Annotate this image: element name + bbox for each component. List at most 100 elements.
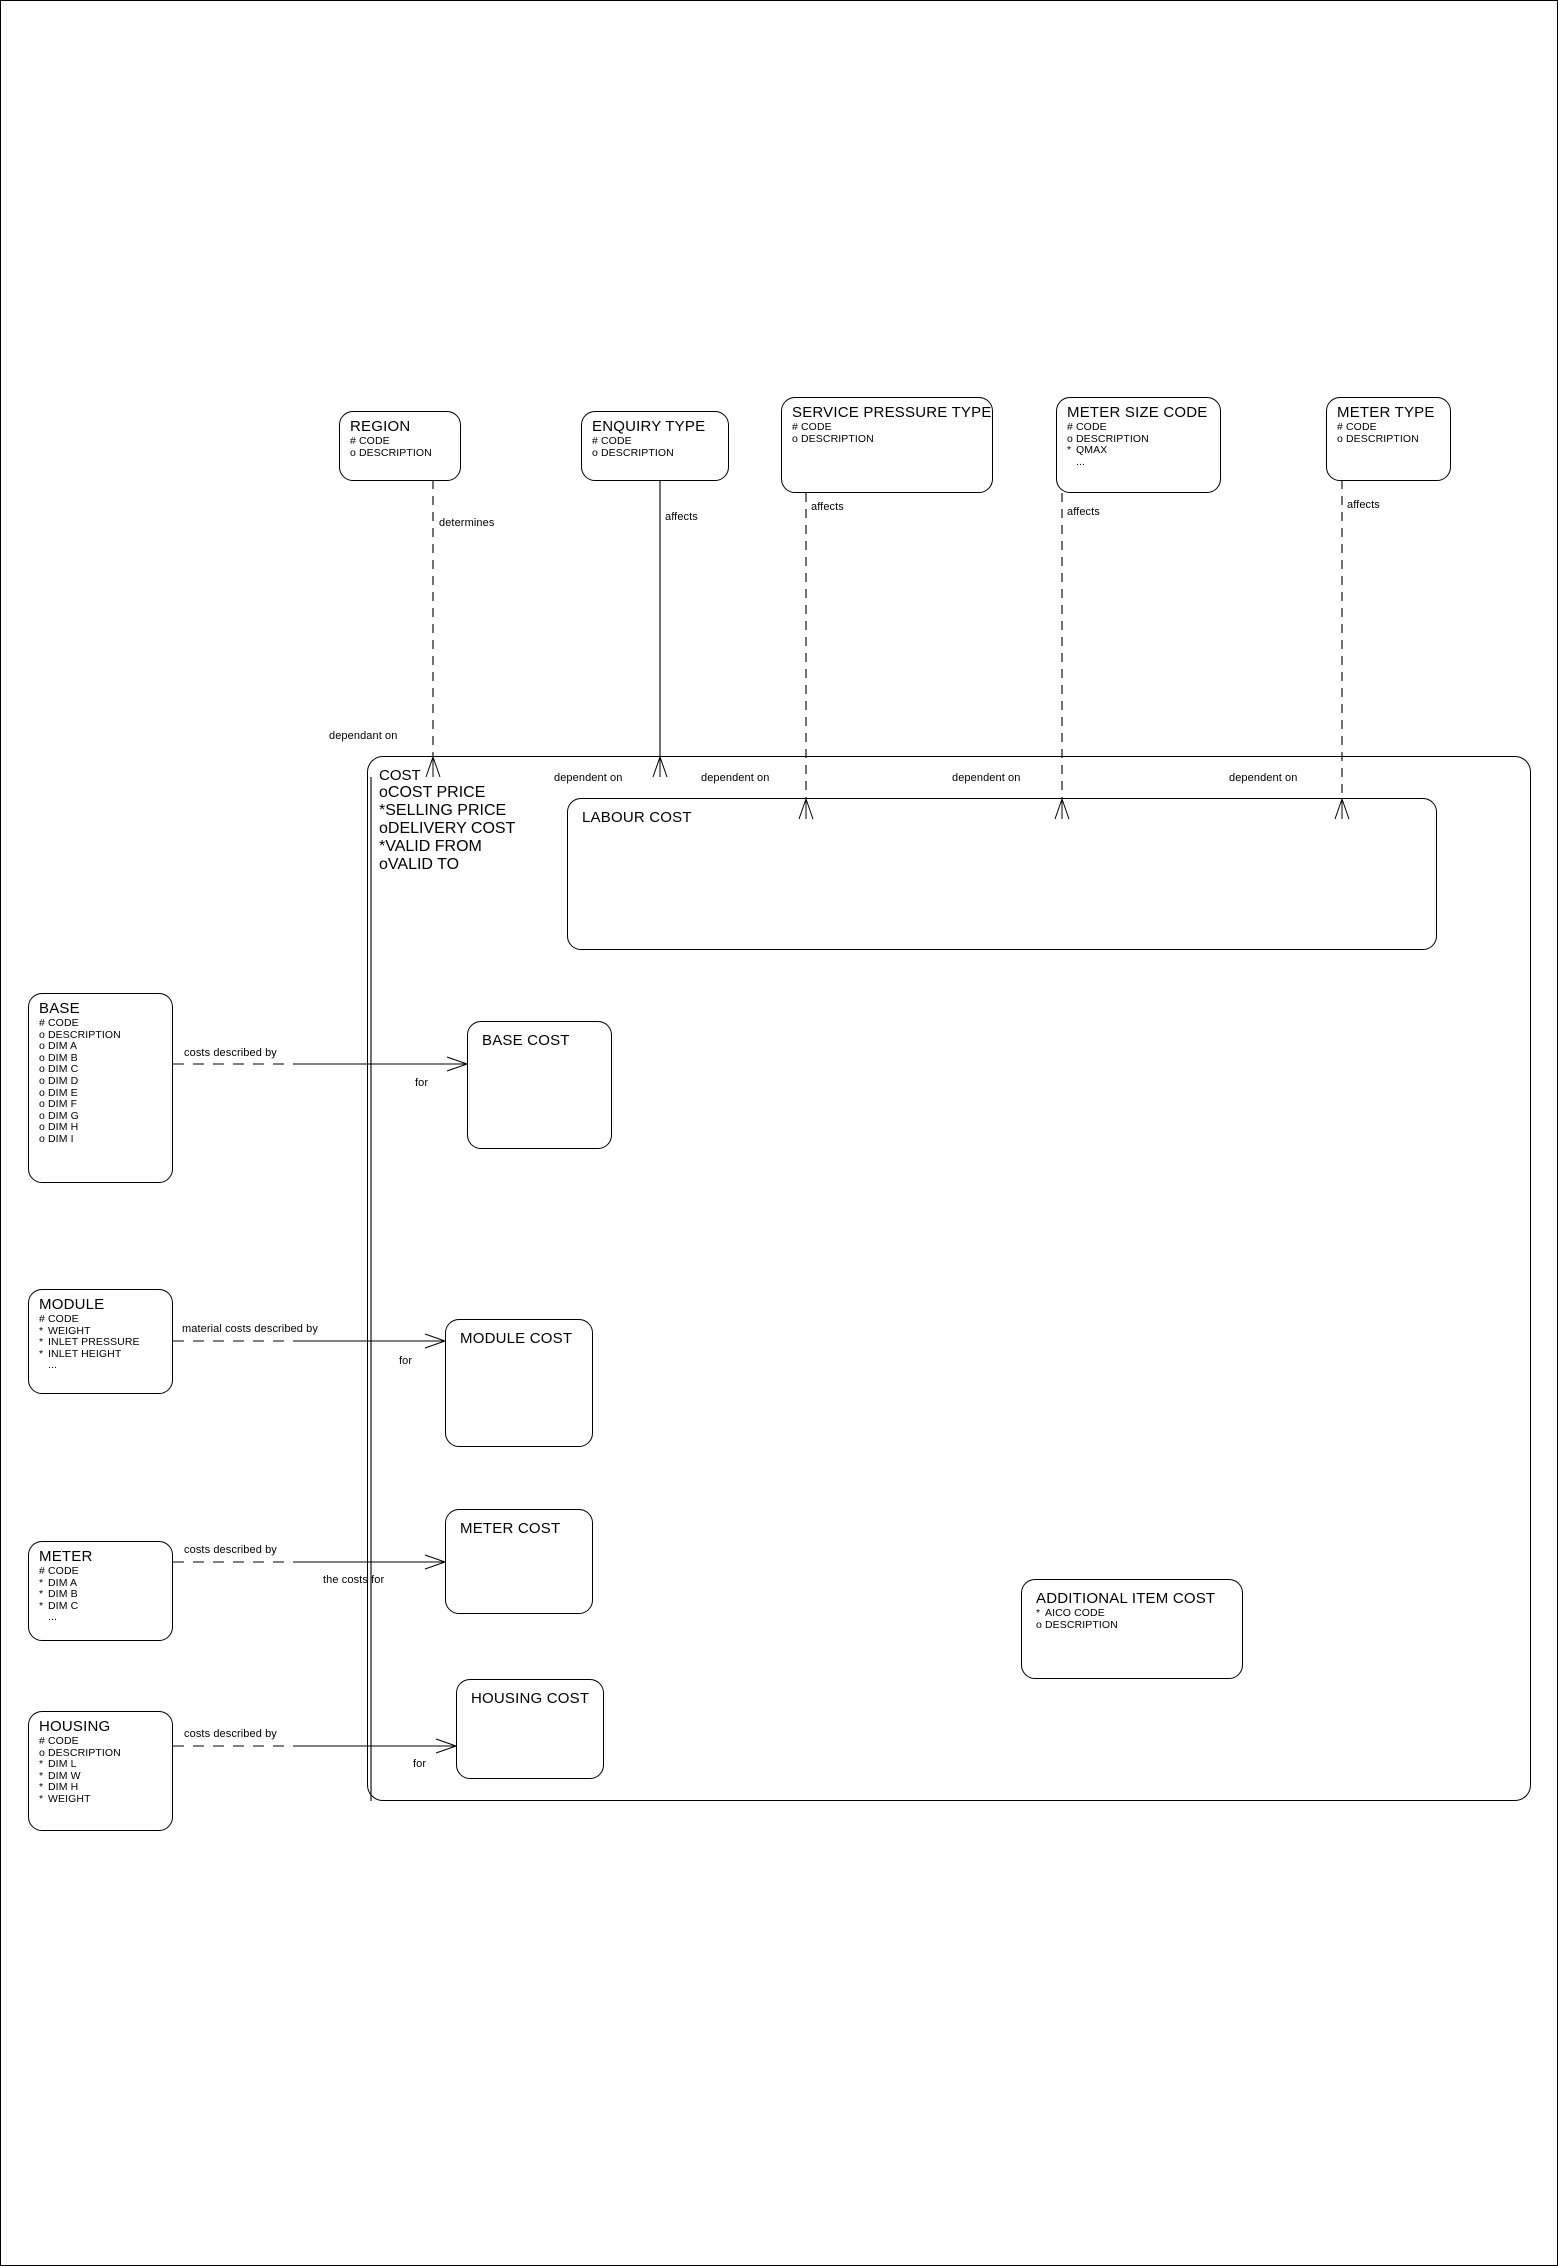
entity-meter-cost-name: METER COST xyxy=(460,1520,561,1537)
attr-mark: # xyxy=(1067,421,1073,433)
entity-base-cost-name: BASE COST xyxy=(482,1032,570,1049)
entity-base-cost[interactable]: BASE COST xyxy=(467,1021,612,1149)
attr-label: ... xyxy=(48,1611,58,1624)
rel-label-housing-costs-described-by: costs described by xyxy=(184,1728,277,1740)
attr-row: ... xyxy=(39,1612,172,1624)
attr-label: DESCRIPTION xyxy=(601,446,674,459)
entity-meter-cost[interactable]: METER COST xyxy=(445,1509,593,1614)
attr-label: DIM B xyxy=(48,1588,78,1601)
attr-label: DESCRIPTION xyxy=(48,1028,121,1041)
rel-label-meter-costs-described-by: costs described by xyxy=(184,1544,277,1556)
attr-label: DIM E xyxy=(48,1086,78,1099)
attr-row: #CODE xyxy=(1337,421,1450,434)
attr-label: DIM A xyxy=(48,1040,78,1053)
entity-module[interactable]: MODULE #CODE *WEIGHT *INLET PRESSURE *IN… xyxy=(28,1289,173,1394)
attr-label: DESCRIPTION xyxy=(1346,432,1419,445)
attr-row: *SELLING PRICE xyxy=(379,802,515,820)
attr-label: CODE xyxy=(48,1565,79,1577)
attr-label: CODE xyxy=(1076,421,1107,433)
attr-label: CODE xyxy=(1346,421,1377,433)
attr-row: *DIM B xyxy=(39,1588,172,1601)
attr-mark: o xyxy=(39,1098,45,1111)
rel-label-affects-meter-type: affects xyxy=(1347,499,1380,511)
attr-label: DIM L xyxy=(48,1758,77,1771)
attr-label: ... xyxy=(48,1359,58,1372)
entity-housing-cost[interactable]: HOUSING COST xyxy=(456,1679,604,1779)
attr-row: *VALID FROM xyxy=(379,838,515,856)
attr-mark: # xyxy=(39,1017,45,1029)
attr-row: *DIM A xyxy=(39,1577,172,1590)
entity-cost-supertype[interactable] xyxy=(367,756,1531,1801)
attr-label: DIM B xyxy=(48,1051,78,1064)
attr-label: COST PRICE xyxy=(387,784,486,801)
attr-row: #CODE xyxy=(39,1313,172,1326)
attr-label: CODE xyxy=(48,1313,79,1325)
entity-meter-type-name: METER TYPE xyxy=(1337,404,1435,421)
rel-label-determines: determines xyxy=(439,517,495,529)
attr-label: DIM C xyxy=(48,1063,79,1076)
attr-row: #CODE xyxy=(39,1017,172,1030)
entity-meter[interactable]: METER #CODE *DIM A *DIM B *DIM C ... xyxy=(28,1541,173,1641)
rel-label-affects-enquiry: affects xyxy=(665,511,698,523)
attr-mark: * xyxy=(39,1758,44,1771)
attr-label: INLET HEIGHT xyxy=(48,1347,122,1360)
entity-module-cost[interactable]: MODULE COST xyxy=(445,1319,593,1447)
attr-mark: o xyxy=(39,1063,45,1076)
attr-mark: o xyxy=(39,1074,45,1087)
attr-mark: * xyxy=(39,1781,44,1794)
attr-label: CODE xyxy=(48,1735,79,1747)
attr-mark: o xyxy=(350,446,356,459)
attr-mark: * xyxy=(39,1769,44,1782)
entity-cost-name: COST xyxy=(379,767,421,784)
rel-label-base-costs-described-by: costs described by xyxy=(184,1047,277,1059)
attr-mark: o xyxy=(39,1040,45,1053)
attr-label: DELIVERY COST xyxy=(387,820,516,837)
attr-label: VALID TO xyxy=(387,856,460,873)
attr-mark: * xyxy=(39,1336,44,1349)
attr-row: *WEIGHT xyxy=(39,1793,172,1806)
attr-row: *DIM H xyxy=(39,1782,172,1794)
rel-label-housing-for: for xyxy=(413,1758,427,1770)
attr-mark: # xyxy=(39,1735,45,1747)
attr-mark: * xyxy=(39,1599,44,1612)
entity-labour-cost[interactable]: LABOUR COST xyxy=(567,798,1437,950)
attr-mark: o xyxy=(39,1121,45,1134)
attr-row: *AICO CODE xyxy=(1036,1607,1242,1620)
entity-enquiry-type-name: ENQUIRY TYPE xyxy=(592,418,706,435)
entity-module-name: MODULE xyxy=(39,1296,105,1313)
attr-label: CODE xyxy=(359,435,390,447)
attr-mark: * xyxy=(39,1324,44,1337)
attr-row: #CODE xyxy=(350,435,460,448)
attr-label: ... xyxy=(1076,455,1086,468)
attr-mark: o xyxy=(39,1028,45,1041)
attr-mark: o xyxy=(592,446,598,459)
entity-housing-cost-name: HOUSING COST xyxy=(471,1690,590,1707)
attr-row: *DIM W xyxy=(39,1769,172,1783)
attr-row: oDELIVERY COST xyxy=(379,820,515,838)
attr-row: #CODE xyxy=(1067,421,1220,434)
attr-label: DESCRIPTION xyxy=(1045,1618,1118,1631)
